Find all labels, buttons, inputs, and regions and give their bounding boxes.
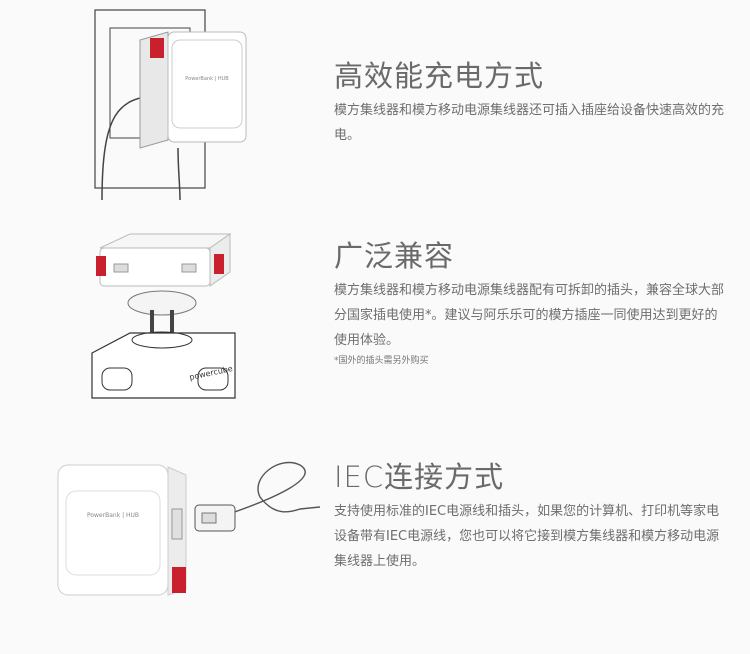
section-body: 模方集线器和模方移动电源集线器配有可拆卸的插头，兼容全球大部分国家插电使用*。建… <box>334 283 725 348</box>
plug-adapter-illustration: powercube <box>91 233 236 399</box>
wall-charger-illustration: PowerBank | HUB <box>94 9 247 200</box>
section-title: IEC连接方式 <box>334 460 505 494</box>
section-body: 模方集线器和模方移动电源集线器还可插入插座给设备快速高效的充电。 <box>334 103 725 143</box>
iec-cable-illustration: PowerBank | HUB <box>57 461 321 596</box>
section-body: 支持使用标准的IEC电源线和插头，如果您的计算机、打印机等家电设备带有IEC电源… <box>334 504 720 569</box>
section-title: 广泛兼容 <box>334 239 455 273</box>
section-compatibility: powercube 广泛兼容 模方集线器和模方移动电源集线器配有可拆卸的插头，兼… <box>0 220 750 400</box>
section-note: *国外的插头需另外购买 <box>334 356 429 366</box>
section-charging: PowerBank | HUB 高效能充电方式 模方集线器和模方移动电源集线器还… <box>0 0 750 210</box>
section-title: 高效能充电方式 <box>334 59 545 93</box>
device-label: PowerBank | HUB <box>185 76 229 82</box>
device-label: PowerBank | HUB <box>87 512 139 519</box>
section-iec: PowerBank | HUB IEC连接方式 支持使用标准的IEC电源线和插头… <box>0 445 750 645</box>
